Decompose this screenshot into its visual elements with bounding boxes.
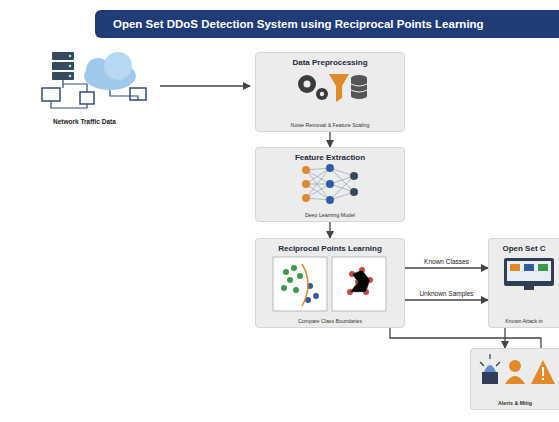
alert-icons — [478, 352, 559, 392]
box-heading: Open Set C — [489, 244, 559, 253]
box-caption: Noise Removal & Feature Scaling — [256, 122, 404, 128]
edge-label: Unknown Samples — [418, 290, 474, 297]
monitor-icon — [498, 256, 559, 292]
box-caption: Deep Learning Model — [256, 212, 404, 218]
box-heading: Feature Extraction — [256, 153, 404, 162]
preprocessing-icon — [295, 68, 370, 110]
network-illustration — [40, 50, 260, 120]
flow-arrow — [405, 267, 488, 268]
flow-arrow — [329, 132, 330, 147]
box-caption: Compare Class Boundaries — [256, 318, 404, 324]
title-bar: Open Set DDoS Detection System using Rec… — [95, 10, 559, 38]
flow-arrow — [390, 328, 541, 348]
source-label: Network Traffic Data — [52, 118, 117, 125]
box-caption: Known Attack in — [489, 318, 559, 324]
flow-arrow — [405, 299, 488, 300]
box-heading: Data Preprocessing — [256, 58, 404, 67]
flow-arrow — [329, 222, 330, 238]
box-heading: Reciprocal Points Learning — [256, 244, 404, 253]
process-box: Data PreprocessingNoise Removal & Featur… — [255, 52, 405, 132]
neural-network-icon — [300, 162, 360, 206]
class-boundary-icon — [272, 256, 388, 314]
edge-label: Known Classes — [423, 258, 470, 265]
box-caption: Alerts & Mitig — [471, 400, 559, 406]
